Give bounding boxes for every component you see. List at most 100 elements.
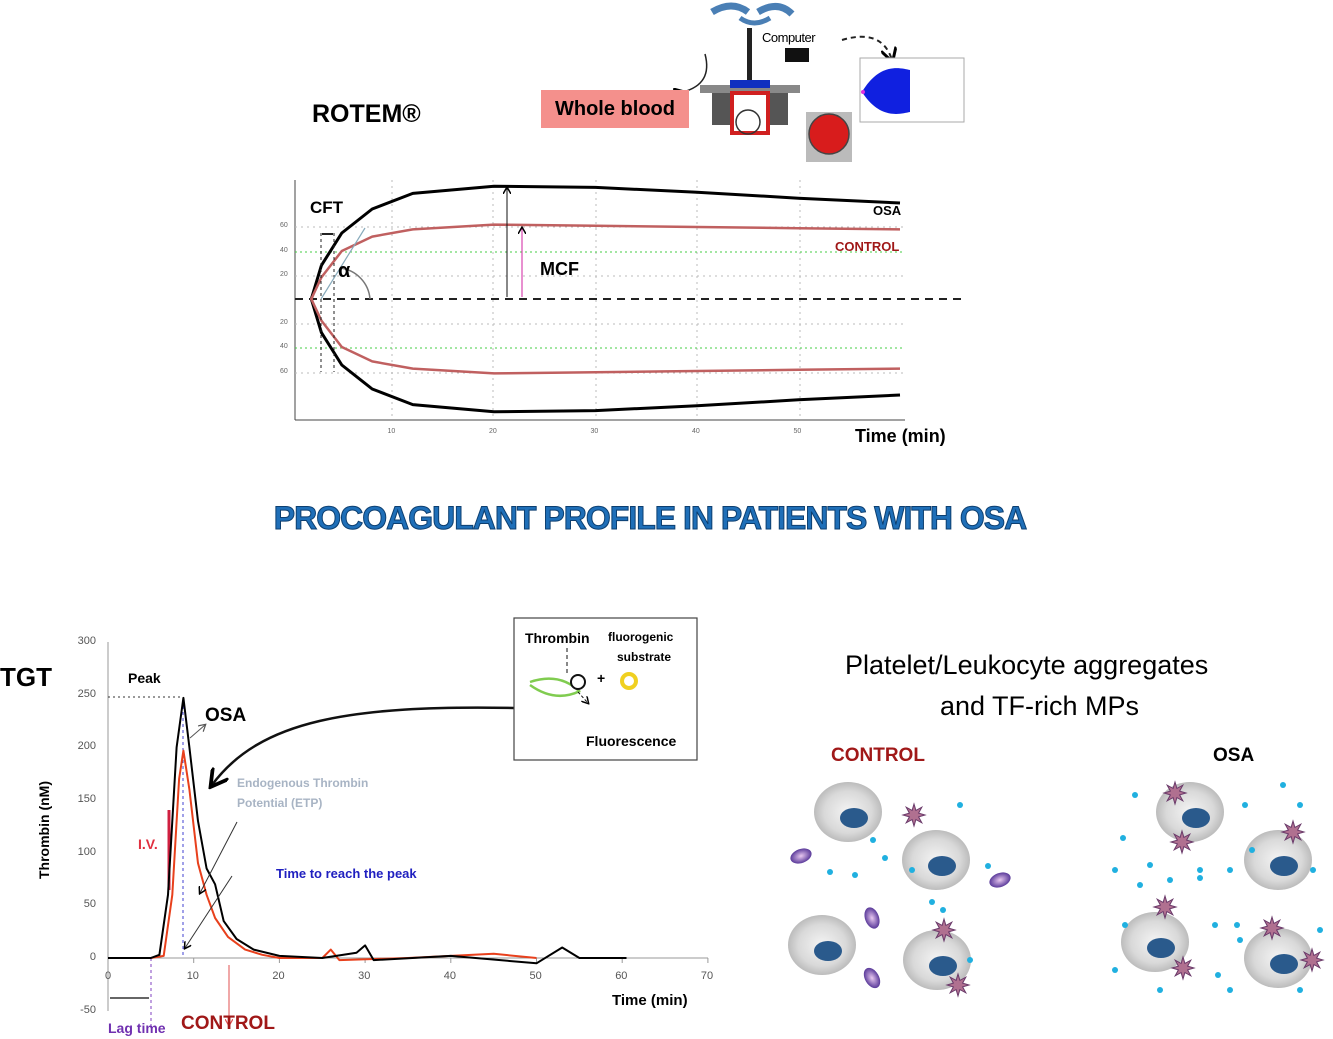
tf-dot-icon <box>1197 875 1203 881</box>
platelet-icon <box>1162 780 1188 806</box>
tf-dot-icon <box>870 837 876 843</box>
tgt-y-tick: 100 <box>77 845 96 858</box>
tgt-title: TGT <box>0 662 52 692</box>
tgt-x-axis-label: Time (min) <box>612 992 688 1009</box>
tf-dot-icon <box>1280 782 1286 788</box>
tgt-y-tick: 300 <box>77 635 96 648</box>
tf-dot-icon <box>1167 877 1173 883</box>
rotem-x-axis-label: Time (min) <box>855 426 946 446</box>
rotation-arrow-icon <box>710 2 751 16</box>
tf-dot-icon <box>1137 882 1143 888</box>
box-thrombin-label: Thrombin <box>525 630 590 646</box>
rotem-y-tick: 40 <box>280 343 288 350</box>
tf-dot-icon <box>1120 835 1126 841</box>
aggregates-osa-label: OSA <box>1213 745 1255 766</box>
main-title: PROCOAGULANT PROFILE IN PATIENTS WITH OS… <box>273 500 1027 537</box>
alpha-angle-arc <box>339 267 371 300</box>
box-fluorescence-label: Fluorescence <box>586 733 677 749</box>
tf-dot-icon <box>1147 862 1153 868</box>
rotem-chart <box>294 180 965 421</box>
aggregates-control-label: CONTROL <box>831 745 925 766</box>
box-substrate-label: fluorogenic <box>608 630 674 644</box>
nucleus-icon <box>1182 808 1210 828</box>
tgt-x-tick: 30 <box>358 970 371 982</box>
rotem-osa-curve-lower <box>309 297 901 414</box>
rotem-y-tick: 20 <box>280 319 288 326</box>
microparticle-icon <box>790 848 812 864</box>
lag-time-label: Lag time <box>108 1020 166 1036</box>
rotem-osa-label: OSA <box>873 203 902 218</box>
tf-dot-icon <box>909 867 915 873</box>
rotem-x-tick: 40 <box>692 428 700 435</box>
ttp-arrow <box>185 875 233 948</box>
nucleus-icon <box>840 808 868 828</box>
tgt-y-tick: 150 <box>77 793 96 806</box>
tf-dot-icon <box>1157 987 1163 993</box>
rotem-control-label: CONTROL <box>835 239 900 254</box>
tf-dot-icon <box>852 872 858 878</box>
tgt-x-tick: 70 <box>700 970 714 982</box>
tf-dot-icon <box>1112 867 1118 873</box>
tf-dot-icon <box>882 855 888 861</box>
platelet-icon <box>1169 829 1195 855</box>
tf-dot-icon <box>1227 867 1233 873</box>
tf-dot-icon <box>1317 927 1323 933</box>
rotem-y-tick: 20 <box>280 271 288 278</box>
substrate-circle-icon <box>570 674 586 690</box>
microparticle-icon <box>864 907 880 929</box>
microparticle-icon <box>989 872 1011 888</box>
tf-dot-icon <box>1197 867 1203 873</box>
tf-dot-icon <box>1249 847 1255 853</box>
mcf-label: MCF <box>540 259 579 279</box>
tf-dot-icon <box>957 802 963 808</box>
tf-dot-icon <box>1227 987 1233 993</box>
tf-dot-icon <box>1122 922 1128 928</box>
tgt-x-tick: 20 <box>272 970 285 982</box>
tf-dot-icon <box>1297 802 1303 808</box>
rotem-x-tick: 10 <box>387 428 396 435</box>
platelet-icon <box>1280 819 1306 845</box>
platelet-icon <box>931 917 957 943</box>
tgt-y-tick: -50 <box>80 1003 96 1016</box>
tf-dot-icon <box>1297 987 1303 993</box>
nucleus-icon <box>928 856 956 876</box>
computer-icon <box>785 48 809 62</box>
computer-label: Computer <box>762 30 816 45</box>
whole-blood-label: Whole blood <box>541 90 689 128</box>
tgt-x-tick: 0 <box>105 970 112 982</box>
tf-dot-icon <box>929 899 935 905</box>
platelet-icon <box>945 972 971 998</box>
nucleus-icon <box>1147 938 1175 958</box>
platelet-icon <box>1152 894 1178 920</box>
tf-dot-icon <box>827 869 833 875</box>
nucleus-icon <box>1270 954 1298 974</box>
tgt-y-tick: 0 <box>89 951 96 963</box>
tgt-y-tick: 50 <box>83 898 96 911</box>
tgt-y-tick: 200 <box>77 740 96 753</box>
nucleus-icon <box>929 956 957 976</box>
iv-label: I.V. <box>138 836 158 852</box>
rotem-y-tick: 60 <box>280 222 288 229</box>
rotem-x-tick: 30 <box>590 428 599 435</box>
tgt-control-label: CONTROL <box>181 1013 275 1034</box>
tf-dot-icon <box>1132 792 1138 798</box>
box-substrate-label-2: substrate <box>617 650 672 664</box>
tf-dot-icon <box>1237 937 1243 943</box>
tgt-x-tick: 10 <box>186 970 199 982</box>
alpha-tangent-line <box>320 227 366 300</box>
tf-dot-icon <box>967 957 973 963</box>
tgt-x-tick: 60 <box>615 970 628 982</box>
aggregates-title: Platelet/Leukocyte aggregates <box>845 650 1209 680</box>
tf-dot-icon <box>1212 922 1218 928</box>
nucleus-icon <box>814 941 842 961</box>
tgt-x-tick: 40 <box>443 970 457 982</box>
rotem-control-curve-upper <box>310 223 901 301</box>
tf-dot-icon <box>1234 922 1240 928</box>
nucleus-icon <box>1270 856 1298 876</box>
tf-dot-icon <box>1112 967 1118 973</box>
cft-label: CFT <box>310 198 344 217</box>
microparticle-icon <box>863 967 881 989</box>
cell-illustrations <box>788 780 1325 998</box>
